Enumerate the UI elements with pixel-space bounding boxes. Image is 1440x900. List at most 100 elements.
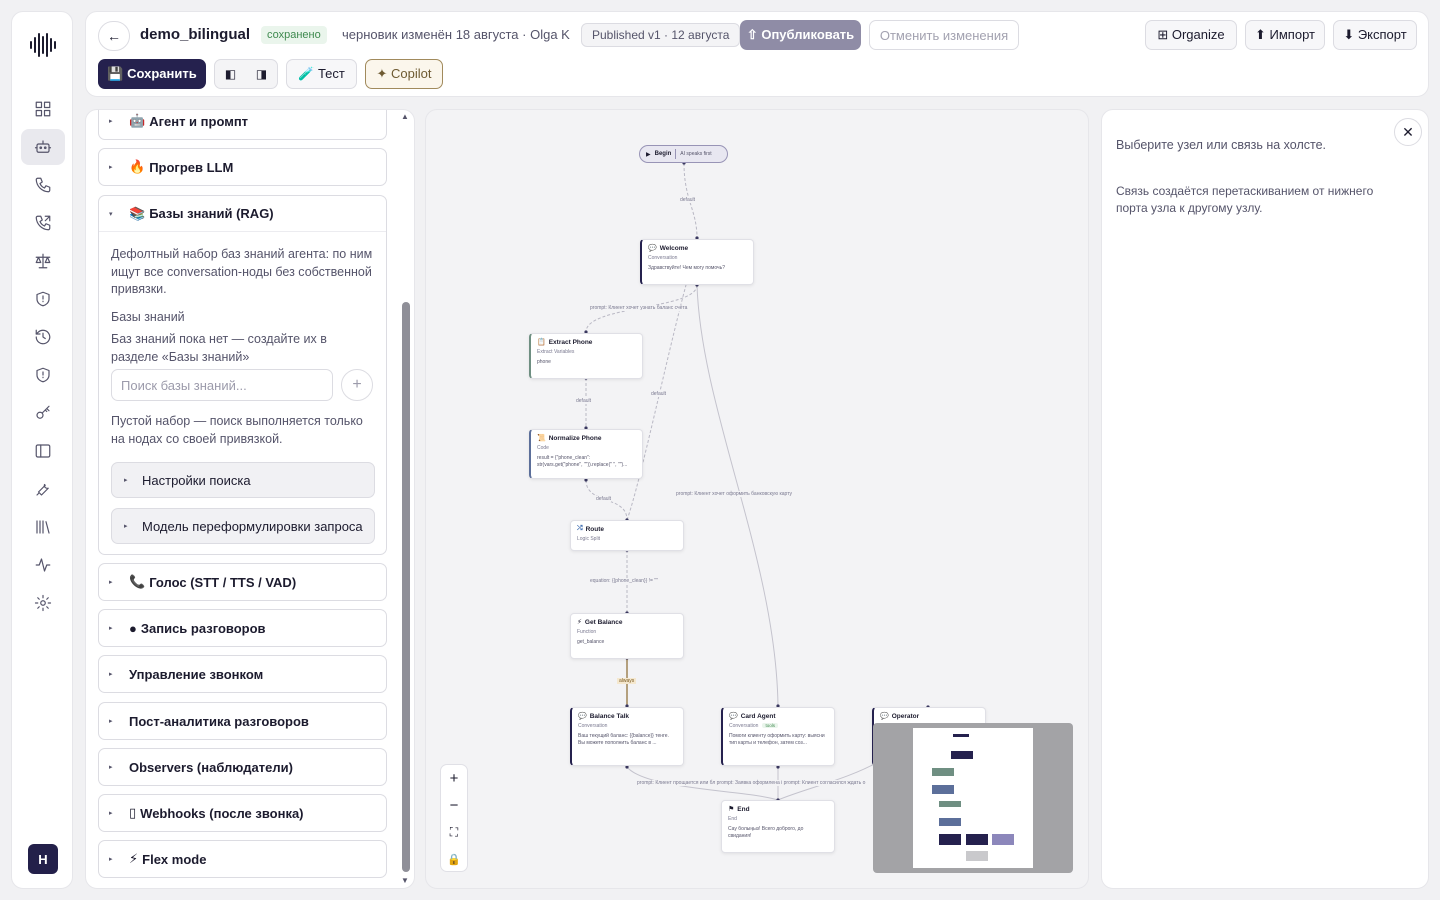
test-button[interactable]: 🧪 Тест <box>286 59 357 89</box>
phone-icon[interactable] <box>21 167 65 203</box>
search-settings-subsection[interactable]: ▸ Настройки поиска <box>111 462 375 498</box>
edge-label[interactable]: default <box>596 496 612 502</box>
minimap-node-operator <box>992 834 1014 845</box>
layout-icon[interactable] <box>21 433 65 469</box>
bot-icon[interactable] <box>21 129 65 165</box>
kb-search-input[interactable] <box>111 369 333 401</box>
key-icon[interactable] <box>21 395 65 431</box>
config-scrollbar[interactable]: ▲ ▼ <box>400 110 412 888</box>
scroll-down-icon[interactable]: ▼ <box>401 876 409 885</box>
back-button[interactable]: ← <box>98 21 130 51</box>
section-icon: 🤖 <box>129 113 146 128</box>
logo-icon <box>30 32 56 58</box>
port <box>695 236 699 240</box>
editor-header: ← demo_bilingual сохранено черновик изме… <box>85 11 1429 97</box>
section-webhooks[interactable]: ▸ ▯ Webhooks (после звонка) <box>98 794 387 832</box>
scale-icon[interactable] <box>21 243 65 279</box>
flow-canvas[interactable]: ▶ Begin AI speaks first 💬Welcome Convers… <box>425 109 1089 889</box>
port <box>625 704 629 708</box>
node-title: Get Balance <box>584 618 623 626</box>
node-body: Сау болыңыз! Всего доброго, до свидания! <box>728 826 804 839</box>
copilot-button[interactable]: ✦ Copilot <box>365 59 443 89</box>
left-panel-toggle-icon[interactable]: ◧ <box>224 67 237 81</box>
edge-label[interactable]: always <box>617 678 637 684</box>
node-route[interactable]: ⤮Route Logic Split <box>570 520 684 551</box>
import-button[interactable]: ⬆ Импорт <box>1245 20 1325 50</box>
fit-view-button[interactable]: ⛶ <box>449 825 459 839</box>
edge-label[interactable]: prompt: Клиент хочет оформить банковскую… <box>676 491 793 497</box>
minimap-node-card-agent <box>966 834 988 845</box>
scroll-up-icon[interactable]: ▲ <box>401 112 409 121</box>
export-button[interactable]: ⬇ Экспорт <box>1333 20 1417 50</box>
node-title: Balance Talk <box>589 712 629 720</box>
edge-label[interactable]: default <box>576 398 592 404</box>
minimap-node-balance <box>939 818 961 826</box>
avatar[interactable]: H <box>28 844 58 874</box>
shield-alert-icon[interactable] <box>21 357 65 393</box>
minimap-viewport[interactable] <box>913 728 1033 868</box>
section-flex-mode[interactable]: ▸ ⚡ Flex mode <box>98 840 387 878</box>
node-body: Здравствуйте! Чем могу помочь? <box>648 265 725 271</box>
edge-label[interactable]: prompt: Клиент прощается или бл prompt: … <box>637 780 866 786</box>
begin-label: Begin <box>654 151 672 157</box>
save-button[interactable]: 💾 Сохранить <box>98 59 206 89</box>
edge-label[interactable]: prompt: Клиент хочет узнать баланс счёта <box>590 305 688 311</box>
tool-icon[interactable] <box>21 471 65 507</box>
section-voice[interactable]: ▸ 📞 Голос (STT / TTS / VAD) <box>98 563 387 601</box>
node-extract-phone[interactable]: 📋Extract Phone Extract Variables phone <box>529 333 643 379</box>
close-icon[interactable]: ✕ <box>1394 118 1422 146</box>
chevron-right-icon: ▸ <box>109 718 113 725</box>
node-get-balance[interactable]: ⚡Get Balance Function get_balance <box>570 613 684 659</box>
node-normalize-phone[interactable]: 📜Normalize Phone Code result = {"phone_c… <box>529 429 643 479</box>
edge-label[interactable]: default <box>651 391 667 397</box>
settings-icon[interactable] <box>21 585 65 621</box>
node-body: get_balance <box>577 639 605 645</box>
begin-node[interactable]: ▶ Begin AI speaks first <box>639 145 728 163</box>
subsection-label: Настройки поиска <box>142 472 251 488</box>
flag-icon: ⚑ <box>728 806 735 813</box>
library-icon[interactable] <box>21 509 65 545</box>
edge-label[interactable]: equation: {{phone_clean}} != "" <box>590 578 658 584</box>
node-title: Route <box>585 525 605 533</box>
section-agent-prompt[interactable]: ▸ 🤖 Агент и промпт <box>98 110 387 140</box>
zoom-out-button[interactable]: − <box>449 797 459 814</box>
kb-add-button[interactable]: + <box>341 369 373 401</box>
history-icon[interactable] <box>21 319 65 355</box>
query-rewrite-model-subsection[interactable]: ▸ Модель переформулировки запроса <box>111 508 375 544</box>
organize-button[interactable]: ⊞ Organize <box>1145 20 1237 50</box>
lock-button[interactable]: 🔒 <box>447 854 461 866</box>
node-type: Code <box>537 445 549 451</box>
section-recording[interactable]: ▸ ● Запись разговоров <box>98 609 387 647</box>
zoom-in-button[interactable]: + <box>449 770 459 787</box>
node-welcome[interactable]: 💬Welcome Conversation Здравствуйте! Чем … <box>640 239 754 285</box>
right-panel-toggle-icon[interactable]: ◨ <box>255 67 268 81</box>
section-observers[interactable]: ▸ Observers (наблюдатели) <box>98 748 387 786</box>
published-version-badge: Published v1 · 12 августа <box>581 23 741 47</box>
node-end[interactable]: ⚑End End Сау болыңыз! Всего доброго, до … <box>721 800 835 853</box>
section-label: Запись разговоров <box>140 620 266 636</box>
edge-label[interactable]: default <box>680 197 696 203</box>
minimap-node-normalize <box>932 785 954 794</box>
phone-outgoing-icon[interactable] <box>21 205 65 241</box>
begin-mode: AI speaks first <box>680 151 712 157</box>
node-balance-talk[interactable]: 💬Balance Talk Conversation Ваш текущий б… <box>570 707 684 766</box>
minimap-node-balance-talk <box>939 834 961 845</box>
clipboard-icon: 📋 <box>537 339 546 346</box>
section-post-analytics[interactable]: ▸ Пост-аналитика разговоров <box>98 702 387 740</box>
section-icon: 🔥 <box>129 159 146 174</box>
publish-button[interactable]: ⇧ Опубликовать <box>740 20 861 50</box>
revert-changes-button[interactable]: Отменить изменения <box>869 20 1019 50</box>
edge-balancetalk-end <box>626 766 779 801</box>
section-call-control[interactable]: ▸ Управление звонком <box>98 655 387 693</box>
node-type: End <box>728 816 737 822</box>
minimap[interactable] <box>873 723 1073 873</box>
dashboard-icon[interactable] <box>21 91 65 127</box>
activity-icon[interactable] <box>21 547 65 583</box>
section-knowledge-bases-header[interactable]: ▾ 📚 Базы знаний (RAG) <box>99 196 386 232</box>
shield-icon[interactable] <box>21 281 65 317</box>
chat-icon: 💬 <box>880 713 889 720</box>
scrollbar-thumb[interactable] <box>402 302 410 872</box>
port <box>584 330 588 334</box>
section-llm-warmup[interactable]: ▸ 🔥 Прогрев LLM <box>98 148 387 186</box>
